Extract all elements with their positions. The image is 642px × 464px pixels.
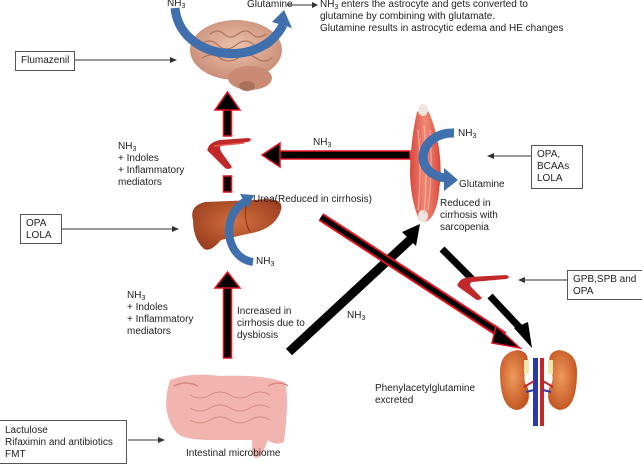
gut-to-muscle-arrow: [285, 224, 420, 356]
liver-urea-arrow: [225, 194, 255, 266]
muscle-note-line2: cirrhosis with: [440, 210, 498, 221]
liver-treatment-arrowhead: [172, 226, 179, 232]
gut-treatment-box: Lactulose Rifaximin and antibiotics FMT: [0, 420, 127, 464]
flumazenil-arrowhead: [170, 57, 177, 63]
upper-blood-vessel: [207, 138, 251, 169]
kidney-excretion-line2: excreted: [375, 395, 414, 406]
lower-blood-mediators: mediators: [127, 326, 171, 337]
muscle-to-vessel-arrow: [260, 141, 411, 169]
vessel-to-brain-arrow: [213, 90, 242, 137]
upper-blood-indoles: + Indoles: [118, 153, 159, 164]
brain-nh3-label: NH3: [167, 0, 186, 10]
muscle-note-line1: Reduced in: [440, 198, 491, 209]
gut-increase-line2: cirrhosis due to: [237, 318, 305, 329]
intestine-illustration: [166, 374, 289, 458]
gut-treatment-lactulose: Lactulose: [5, 425, 48, 436]
brain-description-line1: NH3 enters the astrocyte and gets conver…: [320, 0, 528, 11]
muscle-glutamine-label: Glutamine: [459, 179, 505, 190]
muscle-treatment-lola: LOLA: [537, 173, 563, 184]
brain-description-line2: glutamine by combining with glutamate.: [320, 11, 496, 22]
brain-description-line3: Glutamine results in astrocytic edema an…: [320, 23, 564, 34]
liver-treatment-opa: OPA: [26, 218, 47, 229]
muscle-nh3-label: NH3: [458, 128, 477, 140]
glutamine-to-description-arrowhead: [312, 2, 318, 8]
brain-description: NH3 enters the astrocyte and gets conver…: [320, 0, 563, 35]
gut-treatment-rifaximin: Rifaximin and antibiotics: [5, 437, 113, 448]
flumazenil-box: Flumazenil: [15, 51, 75, 71]
urea-label: Urea(Reduced in cirrhosis): [253, 194, 372, 205]
kidney-excretion-label: Phenylacetylglutamine excreted: [375, 383, 475, 407]
gut-increase-line3: dysbiosis: [237, 330, 279, 341]
upper-blood-contents: NH3 + Indoles + Inflammatory mediators: [118, 141, 184, 189]
muscle-note-line3: sarcopenia: [440, 222, 489, 233]
kidney-excretion-line1: Phenylacetylglutamine: [375, 383, 476, 394]
gut-treatment-fmt: FMT: [5, 449, 26, 460]
kidney-treatment-box: GPB,SPB and OPA: [567, 270, 642, 300]
gut-treatment-arrowhead: [158, 437, 165, 443]
gut-to-muscle-nh3-label: NH3: [347, 310, 366, 322]
liver-treatment-box: OPA LOLA: [20, 214, 62, 244]
upper-blood-nh3: NH3: [118, 141, 137, 153]
kidney-treatment-line2: OPA: [573, 286, 594, 297]
kidneys-illustration: [500, 350, 577, 426]
upper-blood-mediators: mediators: [118, 177, 162, 188]
lower-blood-vessel: [457, 275, 509, 300]
liver-to-kidney-arrow: [318, 213, 523, 350]
liver-to-vessel-arrow: [222, 175, 233, 193]
liver-nh3-label: NH3: [256, 256, 275, 268]
brain-glutamine-label: Glutamine: [247, 0, 293, 10]
lower-blood-nh3: NH3: [127, 290, 146, 302]
liver-treatment-lola: LOLA: [26, 230, 52, 241]
lower-blood-indoles: + Indoles: [127, 302, 168, 313]
lower-blood-contents: NH3 + Indoles + Inflammatory mediators: [127, 290, 193, 338]
muscle-conversion-arrow: [418, 128, 458, 191]
kidney-treatment-line1: GPB,SPB and: [573, 274, 637, 285]
gut-increase-line1: Increased in: [237, 306, 292, 317]
muscle-note: Reduced in cirrhosis with sarcopenia: [440, 198, 498, 234]
muscle-treatment-bcaas: BCAAs: [537, 161, 570, 172]
liver-illustration: [192, 199, 282, 250]
kidney-treatment-arrowhead: [518, 277, 525, 283]
gut-to-liver-arrow: [213, 270, 242, 359]
lower-blood-inflammatory: + Inflammatory: [127, 314, 194, 325]
muscle-to-kidney-arrow: [439, 246, 532, 348]
muscle-to-vessel-nh3-label: NH3: [313, 137, 332, 149]
upper-blood-inflammatory: + Inflammatory: [118, 165, 185, 176]
muscle-treatment-opa: OPA,: [537, 149, 561, 160]
intestinal-microbiome-label: Intestinal microbiome: [186, 448, 281, 459]
brain-conversion-arrow: [170, 7, 292, 59]
gut-increase-note: Increased in cirrhosis due to dysbiosis: [237, 306, 305, 342]
muscle-treatment-arrowhead: [487, 153, 494, 159]
muscle-treatment-box: OPA, BCAAs LOLA: [531, 145, 583, 189]
